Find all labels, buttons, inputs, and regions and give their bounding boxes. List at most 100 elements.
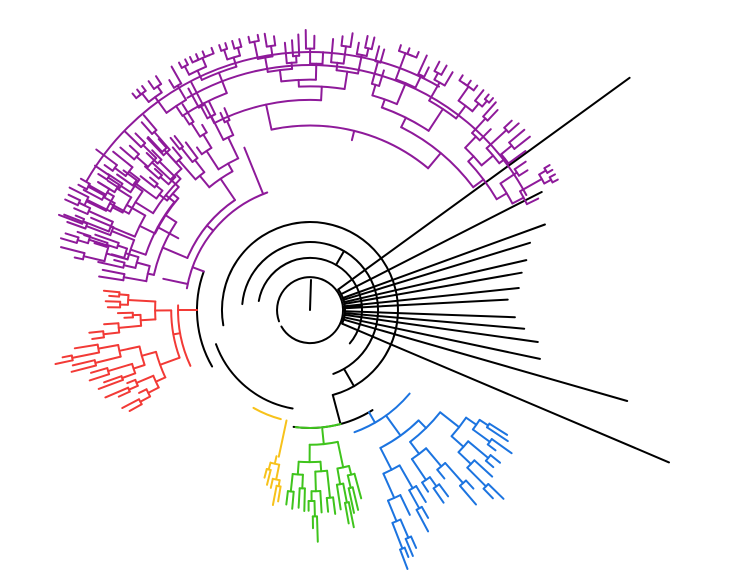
clade-purple-internal-branch	[511, 196, 525, 205]
clade-purple-leaf-branch	[63, 213, 89, 225]
clade-purple-internal-branch	[480, 154, 495, 167]
clade-purple-internal-branch	[193, 159, 206, 174]
clade-red-leaf-branch	[88, 330, 105, 334]
clade-green-internal-branch	[289, 473, 294, 493]
clade-blue-arc	[353, 392, 411, 434]
clade-purple-leaf-branch	[378, 69, 385, 87]
clade-purple-leaf-branch	[128, 144, 140, 156]
clade-purple-leaf-branch	[423, 66, 430, 78]
clade-purple-leaf-branch	[83, 234, 109, 244]
clade-red-leaf-branch	[91, 336, 105, 340]
clade-purple-internal-branch	[141, 92, 150, 103]
clade-purple-leaf-branch	[142, 114, 158, 132]
clade-green-arc	[294, 423, 342, 429]
clade-purple-internal-branch	[164, 194, 176, 203]
clade-blue-leaf-branch	[415, 485, 427, 503]
clade-purple-internal-branch	[467, 155, 475, 163]
clade-green-leaf-branch	[347, 501, 355, 529]
clade-purple-internal-branch	[110, 230, 136, 241]
clade-purple-leaf-branch	[101, 268, 126, 276]
clade-blue-leaf-branch	[473, 459, 494, 478]
clade-red-leaf-branch	[128, 403, 143, 412]
clade-purple-leaf-branch	[507, 122, 520, 134]
clade-purple-internal-arc	[270, 124, 430, 170]
clade-blue-leaf-branch	[465, 479, 475, 490]
clade-purple-internal-branch	[253, 40, 259, 60]
clade-purple-internal-branch	[154, 96, 168, 114]
clade-purple-internal-branch	[205, 150, 220, 171]
clade-red-internal-branch	[118, 345, 141, 352]
clade-red-internal-branch	[97, 344, 120, 350]
clade-purple-leaf-branch	[145, 152, 159, 165]
long-branch	[342, 241, 531, 301]
clade-purple-leaf-branch	[223, 107, 231, 122]
clade-purple-internal-branch	[371, 83, 377, 97]
clade-purple-internal-branch	[227, 162, 234, 173]
clade-purple-leaf-branch	[112, 150, 134, 169]
clade-purple-internal-branch	[538, 169, 547, 176]
clade-purple-internal-branch	[196, 69, 203, 81]
clade-green-leaf-branch	[351, 486, 360, 511]
clade-purple-internal-branch	[400, 116, 407, 129]
clade-purple-internal-branch	[201, 57, 208, 68]
clade-purple-leaf-branch	[134, 132, 147, 145]
clade-purple-internal-branch	[128, 170, 141, 181]
clade-purple-leaf-branch	[169, 136, 181, 151]
clade-red-internal-branch	[127, 384, 139, 391]
clade-purple-leaf-branch	[140, 121, 154, 135]
backbone-arc	[257, 256, 364, 345]
clade-purple-internal-branch	[202, 133, 213, 149]
clade-purple-leaf-branch	[68, 186, 90, 199]
clade-purple-leaf-branch	[321, 51, 325, 65]
clade-red-leaf-branch	[104, 300, 122, 303]
long-branch	[343, 287, 520, 308]
clade-purple-leaf-branch	[518, 169, 529, 177]
long-branch	[343, 271, 523, 305]
long-branch	[337, 76, 631, 291]
clade-purple-leaf-branch	[231, 40, 236, 50]
clade-blue-internal-branch	[457, 451, 472, 465]
clade-green-leaf-branch	[316, 515, 319, 543]
clade-purple-leaf-branch	[273, 35, 277, 47]
backbone-arc	[220, 221, 399, 396]
backbone-branch	[331, 394, 342, 425]
clade-purple-leaf-branch	[291, 39, 294, 58]
clade-blue-internal-branch	[398, 464, 414, 490]
clade-green-leaf-branch	[332, 496, 337, 515]
clade-purple-internal-branch	[156, 226, 180, 240]
clade-purple-internal-branch	[87, 210, 114, 223]
clade-purple-internal-branch	[165, 151, 183, 170]
clade-red-leaf-branch	[71, 359, 96, 367]
clade-blue-internal-branch	[467, 440, 490, 459]
clade-purple-arc	[185, 191, 269, 290]
clade-purple-leaf-branch	[256, 33, 260, 42]
clade-purple-internal-branch	[190, 122, 201, 138]
clade-purple-leaf-branch	[330, 38, 335, 64]
clade-blue-internal-branch	[444, 462, 464, 485]
clade-purple-leaf-branch	[124, 130, 143, 149]
clade-blue-leaf-branch	[438, 483, 450, 498]
long-branch	[343, 313, 539, 343]
clade-red-internal-branch	[107, 362, 134, 373]
clade-blue-leaf-branch	[459, 484, 477, 506]
clade-purple-leaf-branch	[77, 183, 88, 191]
clade-purple-internal-branch	[427, 108, 444, 132]
clade-purple-leaf-branch	[93, 242, 108, 248]
clade-purple-internal-branch	[134, 201, 155, 215]
clade-purple-leaf-branch	[76, 230, 92, 238]
clade-purple-leaf-branch	[187, 87, 200, 109]
clade-purple-internal-branch	[395, 82, 407, 106]
clade-blue-leaf-branch	[482, 487, 494, 500]
clade-purple-internal-branch	[87, 185, 107, 197]
clade-purple-leaf-branch	[82, 189, 104, 201]
clade-purple-internal-branch	[219, 177, 236, 201]
long-branch	[341, 322, 670, 464]
clade-blue-internal-branch	[399, 518, 410, 539]
clade-purple-internal-branch	[174, 173, 182, 180]
clade-purple-internal-branch	[146, 272, 155, 276]
clade-purple-leaf-branch	[238, 38, 243, 48]
clade-blue-internal-branch	[450, 435, 465, 448]
clade-purple-leaf-branch	[60, 246, 86, 255]
clade-yellow-internal-branch	[273, 455, 278, 465]
clade-purple-internal-branch	[113, 166, 127, 177]
